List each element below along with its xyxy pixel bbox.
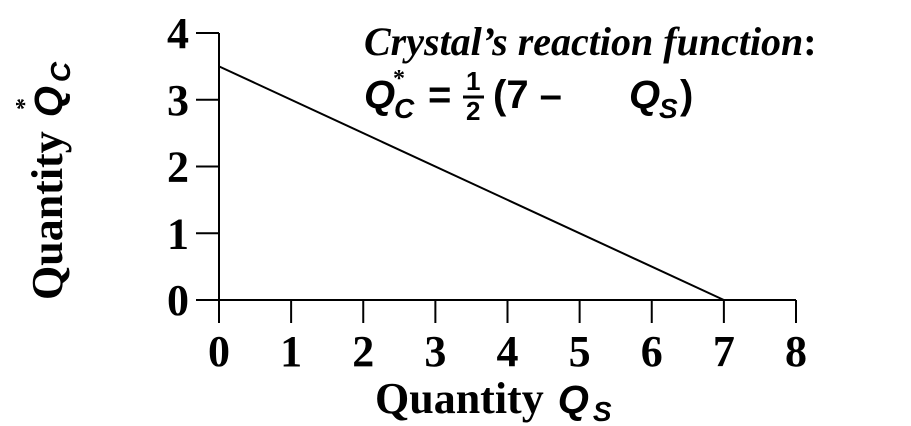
eq-sub-s: S: [659, 93, 678, 124]
x-tick-label: 5: [569, 327, 591, 376]
y-axis-title: Quantity Q C *: [12, 61, 76, 300]
x-tick-label: 2: [352, 327, 374, 376]
x-tick-label: 7: [713, 327, 735, 376]
annotation-title-text: Crystal’s reaction function: [364, 19, 803, 64]
y-tick-label: 1: [167, 209, 189, 258]
x-tick-label: 3: [424, 327, 446, 376]
x-tick-label: 8: [785, 327, 807, 376]
annotation-title: Crystal’s reaction function:: [364, 19, 817, 64]
series-layer: [218, 65, 725, 301]
x-axis-title: Quantity Q S: [375, 374, 612, 426]
eq-frac-num: 1: [466, 66, 480, 96]
annotation-title-colon: :: [803, 19, 816, 64]
y-tick-label: 3: [167, 76, 189, 125]
reaction-function-line: [218, 65, 725, 301]
eq-sub-c: C: [394, 93, 415, 124]
x-tick-label: 4: [497, 327, 519, 376]
y-axis-title-sub: C: [45, 61, 76, 82]
y-tick-label: 0: [167, 276, 189, 325]
x-axis-title-sub: S: [593, 396, 612, 426]
x-tick-label: 0: [208, 327, 230, 376]
x-ticks: 0 1 2 3 4 5 6 7 8: [208, 300, 807, 376]
y-tick-label: 2: [167, 143, 189, 192]
y-axis-title-var: Q: [27, 86, 71, 117]
eq-frac-den: 2: [466, 96, 480, 126]
x-axis-title-var: Q: [558, 378, 589, 422]
annotation-equation: Q C * = 1 2 (7 – Q S ): [364, 66, 693, 126]
eq-close: ): [680, 73, 693, 117]
svg-text:Quantity Q C: Quantity Q C: [23, 61, 76, 300]
eq-open: (7 –: [493, 73, 562, 117]
x-tick-label: 1: [280, 327, 302, 376]
eq-var-q2: Q: [629, 73, 660, 117]
eq-var-q: Q: [364, 73, 395, 117]
y-axis-title-star: *: [12, 98, 38, 110]
y-tick-label: 4: [167, 9, 189, 58]
eq-star: *: [393, 66, 405, 92]
x-tick-label: 6: [641, 327, 663, 376]
eq-equals: =: [428, 73, 451, 117]
x-axis-title-word: Quantity: [375, 374, 544, 423]
y-axis-title-word: Quantity: [23, 131, 72, 300]
y-ticks: 0 1 2 3 4: [167, 9, 219, 325]
